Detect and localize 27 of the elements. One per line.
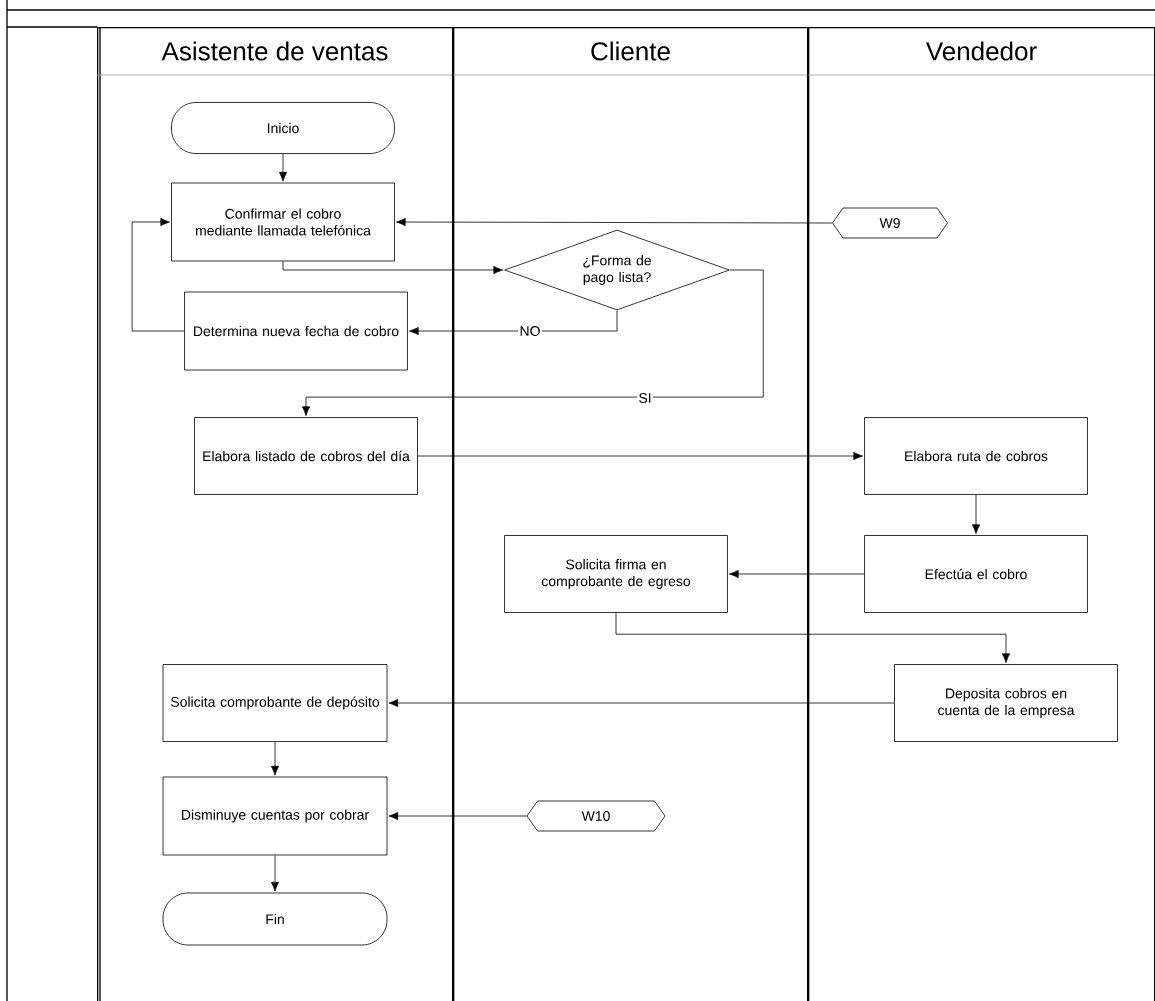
arrow: [302, 269, 764, 416]
connector-hexagon: W9: [832, 207, 948, 239]
arrow: [271, 855, 279, 892]
process-box: Elabora listado de cobros del día: [194, 417, 418, 495]
arrow: [271, 741, 279, 776]
process-box: Disminuye cuentas por cobrar: [162, 776, 388, 856]
arrow: [388, 699, 895, 707]
process-box: Solicita comprobante de depósito: [162, 664, 388, 742]
process-box: Determina nueva fecha de cobro: [184, 291, 408, 371]
arrow: [388, 812, 527, 820]
arrow: [409, 310, 618, 335]
arrow: [131, 218, 185, 332]
arrow: [729, 570, 865, 578]
connector-hexagon: W10: [526, 800, 666, 832]
arrow: [417, 452, 863, 460]
arrow: [615, 612, 1010, 663]
process-box: Deposita cobros en cuenta de la empresa: [894, 664, 1118, 742]
arrow: [972, 494, 980, 534]
process-box: Elabora ruta de cobros: [864, 417, 1088, 495]
arrow: [282, 261, 503, 274]
process-box: Confirmar el cobro mediante llamada telefónica: [171, 182, 395, 262]
edge-label: NO: [518, 324, 542, 338]
process-box: Solicita firma en comprobante de egreso: [504, 535, 728, 613]
arrow: [396, 218, 833, 227]
arrow: [279, 153, 287, 182]
process-box: Efectúa el cobro: [864, 535, 1088, 613]
edge-label: SI: [637, 391, 653, 405]
